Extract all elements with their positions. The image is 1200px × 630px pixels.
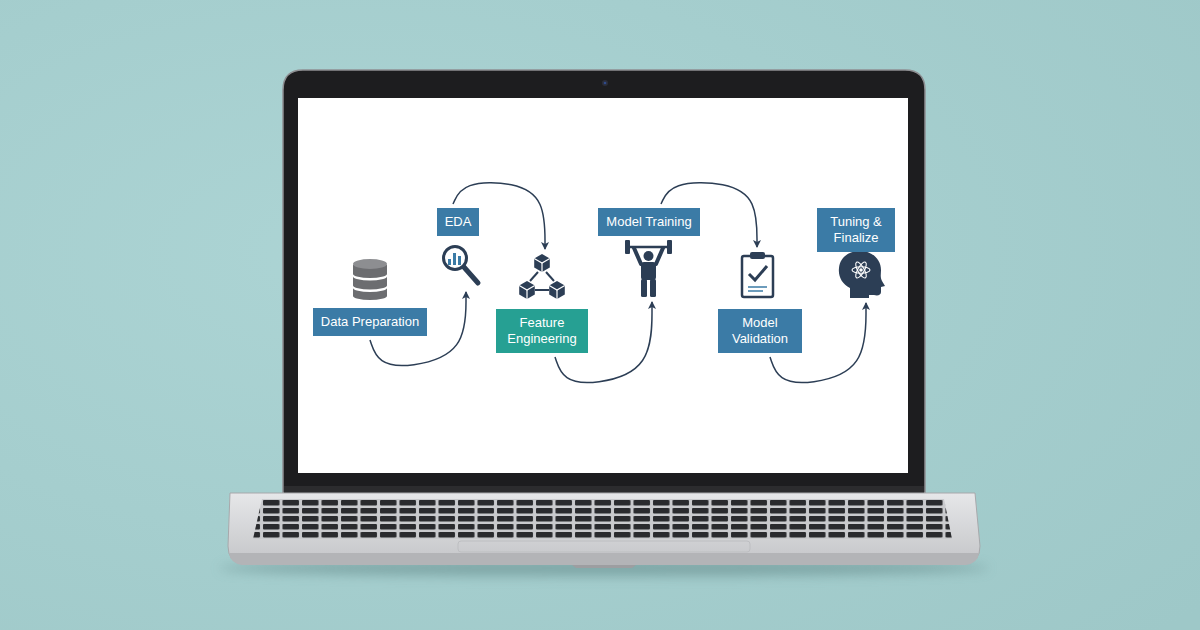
magnifier-icon [463,266,478,283]
head-icon [854,261,869,280]
cubes-icon [519,281,535,299]
camera-lens [604,82,607,85]
process-step: Tuning & Finalize [813,204,899,303]
screen-bezel [283,70,925,493]
magnifier-icon [444,247,467,270]
cubes-icon [546,272,554,281]
base-deck [228,493,980,564]
cubes-icon [526,290,527,299]
head-icon [859,268,863,272]
clipboard-icon [742,252,773,297]
clipboard-icon [742,256,773,297]
magnifier-icon [458,256,461,265]
magnifier-icon [448,259,451,265]
database-icon [353,282,387,290]
step-label: Model Validation [718,309,802,353]
database-icon [353,270,387,278]
keyboard-well [253,499,952,539]
clipboard-icon [749,266,767,280]
weightlifter-icon [641,279,647,297]
clipboard-icon [748,290,763,292]
cubes-icon [534,254,550,272]
weightlifter-icon [625,240,672,297]
base-front-edge [229,553,979,565]
clipboard-icon [750,252,765,259]
step-label: EDA [437,208,480,236]
process-step: Data Preparation [309,254,431,340]
cubes-icon [541,263,542,272]
step-label: Data Preparation [313,308,427,336]
weightlifter-icon [667,240,672,254]
head-icon [839,251,885,298]
lid-hinge [284,486,924,493]
head-icon [839,251,885,298]
cubes-icon [549,281,565,299]
cubes-icon [519,254,565,299]
laptop-lid [283,70,925,493]
weightlifter-icon [625,240,630,254]
cubes-icon [534,259,550,264]
magnifier-icon [444,247,479,284]
cubes-icon [535,289,549,291]
weightlifter-icon [644,251,654,261]
database-icon [353,259,387,300]
clipboard-icon [748,286,767,288]
front-notch [572,565,636,568]
magnifier-icon [453,253,456,265]
weightlifter-icon [634,248,641,264]
weightlifter-icon [656,248,663,264]
weightlifter-icon [650,279,656,297]
screen [298,98,908,473]
cubes-icon [530,272,538,281]
database-icon [353,259,387,269]
step-label: Tuning & Finalize [817,208,895,252]
trackpad [458,541,750,552]
cubes-icon [556,290,557,299]
camera [602,80,608,86]
database-icon [353,292,387,300]
process-step: Model Training [594,204,703,302]
process-step: EDA [433,204,486,292]
step-label: Feature Engineering [496,309,588,353]
laptop-base [228,493,980,568]
cubes-icon [549,286,565,291]
weightlifter-icon [641,262,656,280]
process-step: Model Validation [714,247,806,357]
head-icon [854,261,869,280]
keyboard-keys [253,499,952,539]
head-icon [852,267,870,273]
step-label: Model Training [598,208,699,236]
process-step: Feature Engineering [492,249,592,357]
cubes-icon [519,286,535,291]
